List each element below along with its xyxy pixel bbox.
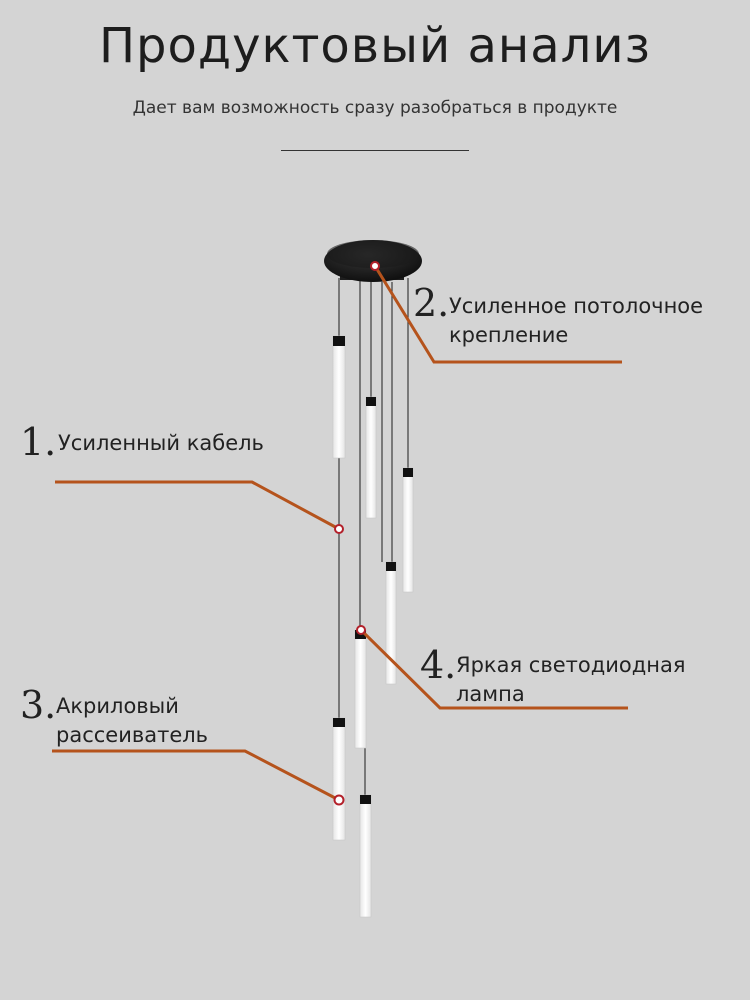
cables — [338, 275, 409, 795]
marker-3 — [333, 794, 345, 806]
leader-line-1 — [55, 480, 340, 531]
callout-label: Яркая светодиодная лампа — [456, 653, 686, 706]
callout-number: 1. — [20, 420, 57, 464]
callout-number: 3. — [20, 683, 57, 727]
title-divider — [281, 150, 469, 151]
marker-1 — [334, 524, 344, 534]
tube — [365, 396, 377, 519]
markers — [333, 261, 380, 806]
acrylic-tubes — [332, 335, 414, 918]
tube — [385, 561, 397, 685]
leader-lines — [52, 265, 628, 802]
marker-4 — [356, 625, 366, 635]
callout-label: Усиленное потолочное крепление — [449, 294, 704, 347]
page-title: Продуктовый анализ — [98, 18, 652, 74]
tube — [359, 794, 372, 918]
tube — [332, 335, 346, 459]
leader-line-2 — [373, 265, 622, 364]
callout-label: Акриловый рассеиватель — [56, 694, 209, 747]
callout-number: 4. — [420, 643, 457, 687]
ceiling-canopy — [324, 240, 422, 282]
callout-label: Усиленный кабель — [58, 431, 264, 455]
page-subtitle: Дает вам возможность сразу разобраться в… — [132, 98, 618, 118]
tube — [354, 629, 367, 749]
leader-line-4 — [359, 628, 628, 710]
tube — [332, 717, 346, 841]
marker-2 — [370, 261, 380, 271]
leader-line-3 — [52, 749, 340, 802]
tube — [402, 467, 414, 593]
callout-number: 2. — [413, 281, 450, 325]
